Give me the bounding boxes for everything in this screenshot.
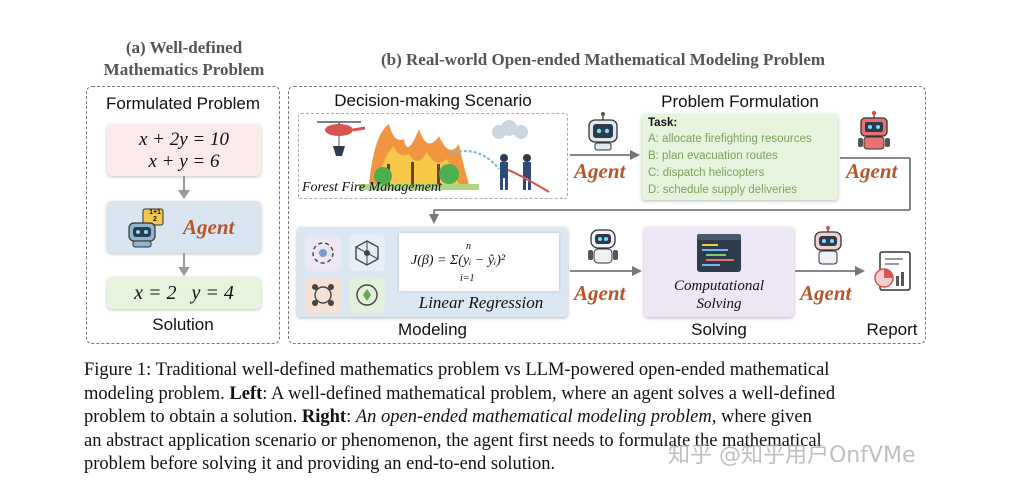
task-item-b: B: plan evacuation routes xyxy=(648,150,778,162)
agent-box: 1+1 2 Agent xyxy=(107,201,261,253)
right-panel-frame xyxy=(288,86,926,344)
modeling-icon-tile-2 xyxy=(349,235,385,271)
task-item-d: D: schedule supply deliveries xyxy=(648,184,797,196)
agent-label-3: Agent xyxy=(574,281,626,305)
figure-caption: Figure 1: Traditional well-defined mathe… xyxy=(84,359,944,477)
caption-line-1: Figure 1: Traditional well-defined mathe… xyxy=(84,360,830,380)
robot-icon-4 xyxy=(814,226,842,265)
scenario-image-frame: Forest Fire Management xyxy=(298,113,568,199)
nodes-icon xyxy=(312,284,334,306)
left-title-line1: (a) Well-defined xyxy=(125,38,243,57)
formulated-problem-label: Formulated Problem xyxy=(105,94,260,113)
task-box: Task: A: allocate firefighting resources… xyxy=(642,114,838,200)
caption-line-4: an abstract application scenario or phen… xyxy=(84,430,822,451)
equation-subscript: i=1 xyxy=(460,273,475,284)
loss-equation: J(β) = Σ(yᵢ − ŷᵢ)² xyxy=(411,253,506,268)
connector-arrow xyxy=(429,157,911,224)
refresh-gear-icon xyxy=(356,284,378,306)
equation-card: J(β) = Σ(yᵢ − ŷᵢ)² n i=1 xyxy=(399,233,559,291)
task-item-c: C: dispatch helicopters xyxy=(648,167,765,179)
modeling-icon-tile-4 xyxy=(349,277,385,313)
left-arrow-2 xyxy=(178,253,190,276)
right-panel-title: (b) Real-world Open-ended Mathematical M… xyxy=(380,50,825,69)
report-label: Report xyxy=(866,320,918,339)
task-item-a: A: allocate firefighting resources xyxy=(648,133,812,145)
arrow-modeling-to-solving xyxy=(570,266,642,276)
regression-label: Linear Regression xyxy=(418,293,544,312)
agent-label-2: Agent xyxy=(846,159,898,183)
computational-line1: Computational xyxy=(673,278,764,294)
network-icon xyxy=(355,240,379,266)
modeling-label: Modeling xyxy=(398,320,467,339)
solving-box: Computational Solving xyxy=(644,227,794,317)
caption-line-3: problem to obtain a solution. Right: An … xyxy=(84,407,812,427)
agent-label-4: Agent xyxy=(800,281,852,305)
solving-label: Solving xyxy=(691,320,747,339)
formulated-problem-box: x + 2y = 10 x + y = 6 xyxy=(107,124,261,176)
robot-icon-2 xyxy=(858,110,890,150)
left-agent-label: Agent xyxy=(183,215,235,239)
scenario-caption: Forest Fire Management xyxy=(302,180,442,195)
agent-label-1: Agent xyxy=(574,159,626,183)
solution-label: Solution xyxy=(152,315,214,334)
robot-icon-3 xyxy=(588,229,618,264)
code-window-icon xyxy=(697,234,741,272)
left-title-line2: Mathematics Problem xyxy=(103,60,265,79)
formulation-label: Problem Formulation xyxy=(661,92,819,111)
blackboard-text-1: 1+1 xyxy=(149,209,161,216)
equation-1: x + 2y = 10 xyxy=(138,129,229,150)
modeling-box: J(β) = Σ(yᵢ − ŷᵢ)² n i=1 Linear Regressi… xyxy=(297,227,568,317)
equation-2: x + y = 6 xyxy=(148,151,220,172)
robot-blackboard-icon xyxy=(128,208,164,248)
watermark: 知乎 @知乎用户OnfVMe xyxy=(668,443,916,468)
blackboard-text-2: 2 xyxy=(153,216,157,223)
equation-superscript: n xyxy=(466,241,471,252)
modeling-icon-tile-3 xyxy=(305,277,341,313)
arrow-scenario-to-formulation xyxy=(570,150,640,160)
cycle-icon xyxy=(312,242,334,264)
solution-equation: x = 2 y = 4 xyxy=(134,282,234,304)
solution-box: x = 2 y = 4 xyxy=(107,277,261,309)
forest-fire-illustration xyxy=(317,120,550,193)
left-panel-title: (a) Well-defined Mathematics Problem xyxy=(84,37,284,81)
task-title: Task: xyxy=(648,117,678,129)
left-panel-frame xyxy=(86,86,280,344)
robot-icon-1 xyxy=(588,112,618,151)
caption-line-5: problem before solving it and providing … xyxy=(84,454,556,474)
arrow-solving-to-report xyxy=(795,266,865,276)
report-icon xyxy=(874,251,911,291)
modeling-icon-tile-1 xyxy=(305,235,341,271)
computational-line2: Solving xyxy=(696,296,742,312)
left-arrow-1 xyxy=(178,176,190,199)
scenario-label: Decision-making Scenario xyxy=(334,91,532,110)
caption-line-2: modeling problem. Left: A well-defined m… xyxy=(84,383,836,404)
